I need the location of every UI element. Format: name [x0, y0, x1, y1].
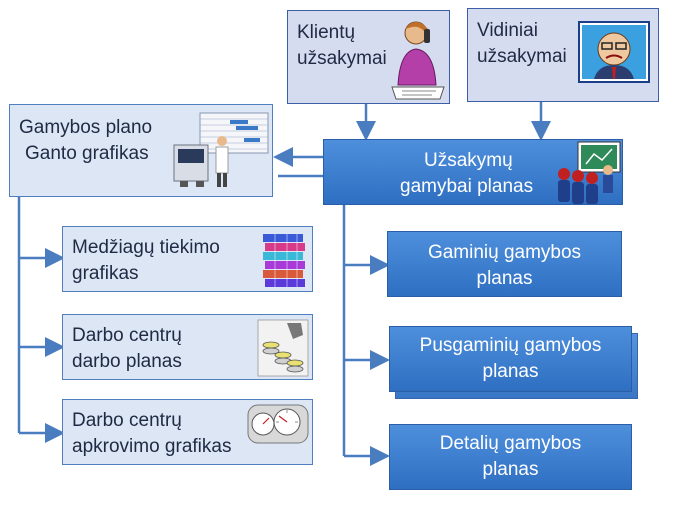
wc-plan-label-1: Darbo centrų: [72, 325, 182, 346]
clients-label-1: Klientų: [297, 22, 356, 43]
orders-label-1: Užsakymų: [424, 150, 513, 171]
wc-load-label-1: Darbo centrų: [72, 410, 182, 431]
semi-label-2: planas: [482, 361, 539, 382]
work-center-load-box: Darbo centrų apkrovimo grafikas: [62, 399, 313, 465]
orders-label-2: gamybai planas: [400, 176, 534, 197]
gantt-label-1: Gamybos plano: [19, 117, 153, 138]
internal-label-2: užsakymai: [477, 46, 567, 67]
wc-plan-label-2: darbo planas: [72, 351, 182, 372]
woman-on-phone-icon: [391, 21, 445, 100]
clients-orders-box: Klientų užsakymai: [287, 10, 450, 104]
parts-plan-box: Detalių gamybos planas: [389, 424, 632, 490]
team-meeting-icon: [558, 141, 621, 204]
gantt-chart-box: Gamybos plano Ganto grafikas: [9, 104, 273, 197]
semi-products-plan-box: Pusgaminių gamybos planas: [389, 326, 632, 392]
wc-load-label-2: apkrovimo grafikas: [72, 436, 232, 457]
clients-label-2: užsakymai: [297, 48, 387, 69]
parts-label-2: planas: [482, 459, 539, 480]
products-label-2: planas: [476, 268, 533, 289]
parts-label-1: Detalių gamybos: [439, 433, 582, 454]
gauges-dashboard-icon: [247, 404, 309, 444]
orders-production-plan-box: Užsakymų gamybai planas: [323, 139, 623, 205]
angry-man-icon: [578, 21, 650, 83]
semi-label-1: Pusgaminių gamybos: [419, 335, 602, 356]
stacked-materials-icon: [263, 234, 305, 287]
internal-orders-box: Vidiniai užsakymai: [467, 8, 659, 102]
production-line-icon: [257, 319, 309, 377]
products-plan-box: Gaminių gamybos planas: [387, 231, 622, 297]
materials-label-1: Medžiagų tiekimo: [72, 237, 220, 258]
gantt-label-2: Ganto grafikas: [25, 143, 149, 164]
materials-label-2: grafikas: [72, 263, 139, 284]
gantt-screen-icon: [173, 112, 269, 187]
products-label-1: Gaminių gamybos: [427, 242, 582, 263]
work-center-plan-box: Darbo centrų darbo planas: [62, 314, 313, 380]
materials-supply-box: Medžiagų tiekimo grafikas: [62, 226, 313, 292]
internal-label-1: Vidiniai: [477, 20, 538, 41]
